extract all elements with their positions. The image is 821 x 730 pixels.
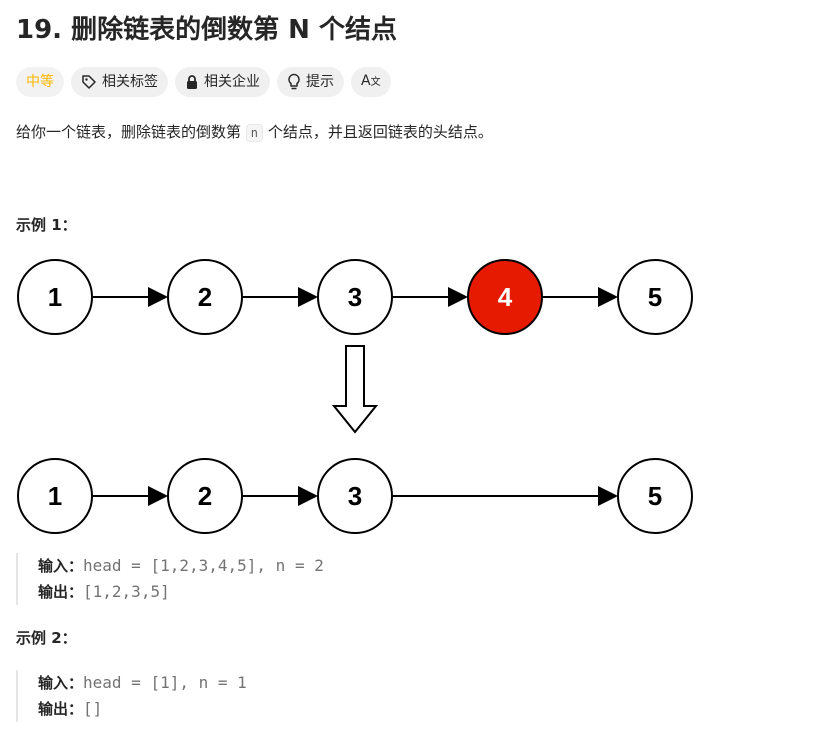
example-1-io: 输入： head = [1,2,3,4,5], n = 2 输出： [1,2,3…: [16, 553, 324, 605]
example-1-input: 输入： head = [1,2,3,4,5], n = 2: [38, 553, 324, 579]
related-topics-label: 相关标签: [102, 74, 158, 90]
input-label: 输入：: [38, 674, 84, 692]
hint-label: 提示: [306, 74, 334, 90]
list-node: 2: [167, 458, 243, 534]
list-node: 1: [17, 458, 93, 534]
svg-text:3: 3: [348, 481, 362, 511]
svg-text:5: 5: [648, 481, 662, 511]
lightbulb-icon: [287, 73, 301, 91]
inline-code-n: n: [245, 124, 264, 142]
description-text-before: 给你一个链表，删除链表的倒数第: [16, 123, 242, 141]
list-node: 3: [317, 458, 393, 534]
related-companies-button[interactable]: 相关企业: [175, 67, 270, 97]
output-label: 输出：: [38, 583, 84, 601]
output-label: 输出：: [38, 700, 84, 718]
example-2-io: 输入： head = [1], n = 1 输出： []: [16, 670, 247, 722]
related-companies-label: 相关企业: [204, 74, 260, 90]
description-text-after: 个结点，并且返回链表的头结点。: [267, 123, 493, 141]
problem-description: 给你一个链表，删除链表的倒数第 n 个结点，并且返回链表的头结点。: [16, 120, 493, 145]
difficulty-label: 中等: [26, 74, 54, 90]
input-label: 输入：: [38, 557, 84, 575]
list-node: 2: [167, 259, 243, 335]
list-node: 1: [17, 259, 93, 335]
lock-icon: [185, 74, 199, 90]
input-value: head = [1], n = 1: [83, 673, 247, 692]
svg-text:1: 1: [48, 481, 62, 511]
tag-icon: [81, 74, 97, 90]
example-1-title: 示例 1：: [16, 216, 77, 234]
down-arrow-icon: [331, 345, 379, 434]
svg-text:5: 5: [648, 282, 662, 312]
difficulty-badge[interactable]: 中等: [16, 67, 64, 97]
example-2-output: 输出： []: [38, 696, 247, 722]
related-topics-button[interactable]: 相关标签: [71, 67, 168, 97]
input-value: head = [1,2,3,4,5], n = 2: [83, 556, 324, 575]
svg-text:3: 3: [348, 282, 362, 312]
svg-text:4: 4: [498, 282, 513, 312]
svg-text:2: 2: [198, 481, 212, 511]
removed-list-node: 4: [467, 259, 543, 335]
output-value: [1,2,3,5]: [83, 582, 170, 601]
linked-list-diagram: 1 2 3 4 5 1 2 3 5: [17, 259, 693, 534]
example-2-input: 输入： head = [1], n = 1: [38, 670, 247, 696]
example-1-output: 输出： [1,2,3,5]: [38, 579, 324, 605]
list-node: 5: [617, 458, 693, 534]
list-node: 5: [617, 259, 693, 335]
output-value: []: [83, 699, 103, 718]
svg-text:1: 1: [48, 282, 62, 312]
example-2-title: 示例 2：: [16, 629, 77, 647]
svg-text:2: 2: [198, 282, 212, 312]
list-node: 3: [317, 259, 393, 335]
hint-button[interactable]: 提示: [277, 67, 344, 97]
problem-title: 19. 删除链表的倒数第 N 个结点: [16, 15, 397, 45]
